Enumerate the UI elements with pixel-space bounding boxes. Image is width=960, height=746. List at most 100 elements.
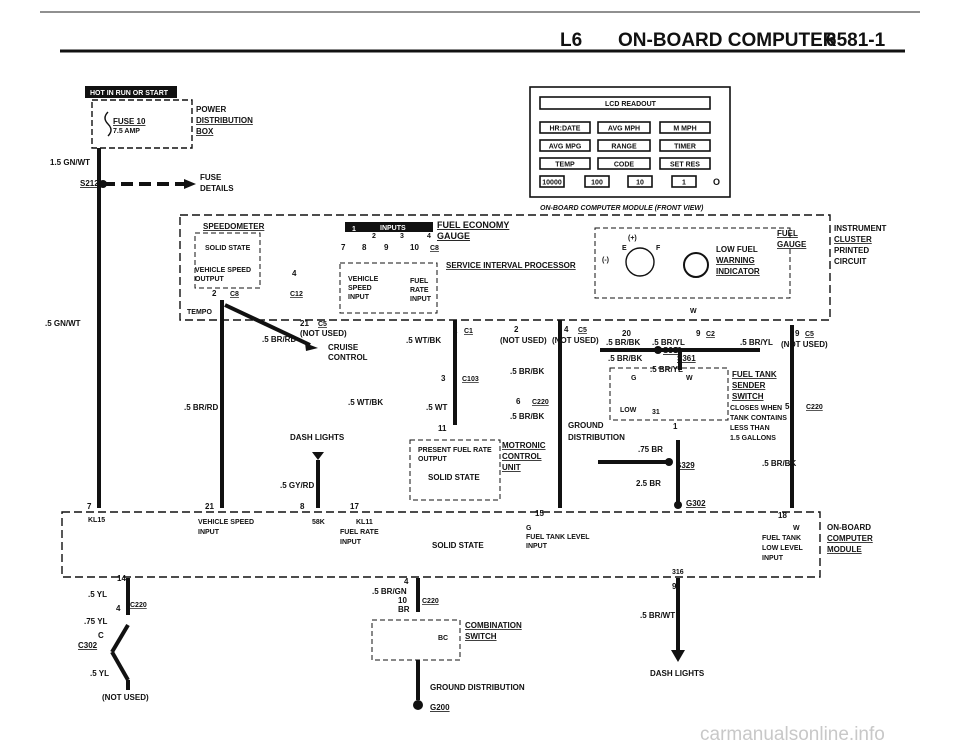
vsi-label-a: VEHICLE SPEED <box>198 519 254 526</box>
dash-lights-arrow-icon <box>312 452 324 460</box>
fuse-name: FUSE 10 <box>113 117 146 126</box>
fuel-economy-label-2: GAUGE <box>437 231 470 241</box>
tempo-label: TEMPO <box>187 309 212 316</box>
cs-label-1: COMBINATION <box>465 621 522 630</box>
fuse-icon <box>104 111 112 137</box>
pin-4b: 4 <box>564 325 569 334</box>
lcd-readout <box>539 96 711 110</box>
pin-2c: 2 <box>514 325 519 334</box>
pd-label-1: POWER <box>196 105 226 114</box>
not-used-bottom: (NOT USED) <box>102 693 149 702</box>
lcd-label: LCD READOUT <box>605 101 657 108</box>
module-button-label: AVG MPG <box>549 144 582 151</box>
combination-switch-box <box>371 619 461 661</box>
pin-7: 7 <box>341 243 346 252</box>
module-button-label: 100 <box>591 180 603 187</box>
power-distribution-box <box>91 99 193 149</box>
tank-31: 31 <box>652 409 660 416</box>
motronic-ss: SOLID STATE <box>428 473 480 482</box>
warning-lamp-icon <box>683 252 709 278</box>
computer-w: W <box>793 525 800 532</box>
pin-5: 5 <box>785 402 790 411</box>
pd-label-2: DISTRIBUTION <box>196 116 253 125</box>
pin-4d: 4 <box>404 577 409 586</box>
not-used-2: (NOT USED) <box>500 336 547 345</box>
pin-17: 17 <box>350 502 359 511</box>
58k-label: 58K <box>312 519 325 526</box>
gauge-f: F <box>656 245 661 252</box>
conn-c302: C302 <box>78 641 98 650</box>
pin-20: 20 <box>622 329 631 338</box>
wire-brbk-4: .5 BR/BK <box>510 412 544 421</box>
module-button <box>627 175 653 188</box>
wire-yl-1: .5 YL <box>88 590 107 599</box>
pin-10: 10 <box>410 243 419 252</box>
sip-label: SERVICE INTERVAL PROCESSOR <box>446 261 576 270</box>
module-button-label: 10000 <box>542 180 562 187</box>
wire-bryl-3: .5 BR/YL <box>650 365 683 374</box>
conn-c12: C12 <box>290 291 303 298</box>
pin-21: 21 <box>300 319 309 328</box>
pin-9d: 9 <box>672 582 677 591</box>
wire-brgn: .5 BR/GN <box>372 587 407 596</box>
ic-label-1: INSTRUMENT <box>834 224 887 233</box>
tank-w: W <box>686 375 693 382</box>
motronic-box <box>409 439 501 501</box>
module-button <box>584 175 610 188</box>
fri-label-1: FUEL <box>410 278 429 285</box>
module-button-label: TEMP <box>555 162 575 169</box>
wire-brrd-2: .5 BR/RD <box>184 403 218 412</box>
pin-4c: 4 <box>116 604 121 613</box>
tank-c220: C220 <box>806 404 823 411</box>
lfw-label-1: LOW FUEL <box>716 245 758 254</box>
fuel-rate-2: INPUT <box>340 539 362 546</box>
tank-desc-2: TANK CONTAINS <box>730 415 787 422</box>
module-button-label: 10 <box>636 180 644 187</box>
tank-title-3: SWITCH <box>732 392 764 401</box>
ftl-label-2: INPUT <box>526 543 548 550</box>
pd-label-3: BOX <box>196 127 214 136</box>
cs-label-2: SWITCH <box>465 632 497 641</box>
kl15-label: KL15 <box>88 517 105 524</box>
pin-2: 2 <box>212 289 217 298</box>
wire-label: 1.5 GN/WT <box>50 158 90 167</box>
conn-c8b: C8 <box>230 291 239 298</box>
ground-g302-icon <box>674 501 682 509</box>
wire-bryl-1: .5 BR/YL <box>652 338 685 347</box>
pin-14: 14 <box>117 574 126 583</box>
w-label: W <box>690 308 697 315</box>
module-button <box>671 175 697 188</box>
conn-c2: C2 <box>706 331 715 338</box>
wire-gyrd: .5 GY/RD <box>280 481 314 490</box>
cruise-label-1: CRUISE <box>328 343 359 352</box>
wire-br: BR <box>398 605 410 614</box>
hot-badge <box>85 86 177 98</box>
dash-lights-arrow-icon-2 <box>671 650 685 662</box>
vsi-label-3: INPUT <box>348 294 370 301</box>
wire-brbk-5: .5 BR/BK <box>762 459 796 468</box>
pin-9: 9 <box>696 329 701 338</box>
vsi-label-1: VEHICLE <box>348 276 379 283</box>
splice-s329-dot <box>665 458 673 466</box>
module-button <box>659 121 711 134</box>
bc-label: BC <box>438 635 448 642</box>
pin-11: 11 <box>438 424 447 433</box>
fuel-gauge-icon <box>625 247 655 277</box>
sip-box <box>339 262 438 314</box>
inputs-bar <box>345 222 433 232</box>
fuse-details-2: DETAILS <box>200 184 234 193</box>
wire-bryl-2: .5 BR/YL <box>740 338 773 347</box>
wire-wt: .5 WT <box>426 403 447 412</box>
fuse-details-1: FUSE <box>200 173 222 182</box>
wire-group <box>220 300 794 508</box>
splice-s360: S360 <box>663 346 682 355</box>
vso-label-1: VEHICLE SPEED <box>195 267 251 274</box>
fuel-gauge-box <box>594 227 791 299</box>
module-button-label: CODE <box>614 162 635 169</box>
ftli-label-1: FUEL TANK <box>762 535 801 542</box>
ftli-label-2: LOW LEVEL <box>762 545 804 552</box>
conn-c220-a: C220 <box>130 602 147 609</box>
ground-g302: G302 <box>686 499 706 508</box>
